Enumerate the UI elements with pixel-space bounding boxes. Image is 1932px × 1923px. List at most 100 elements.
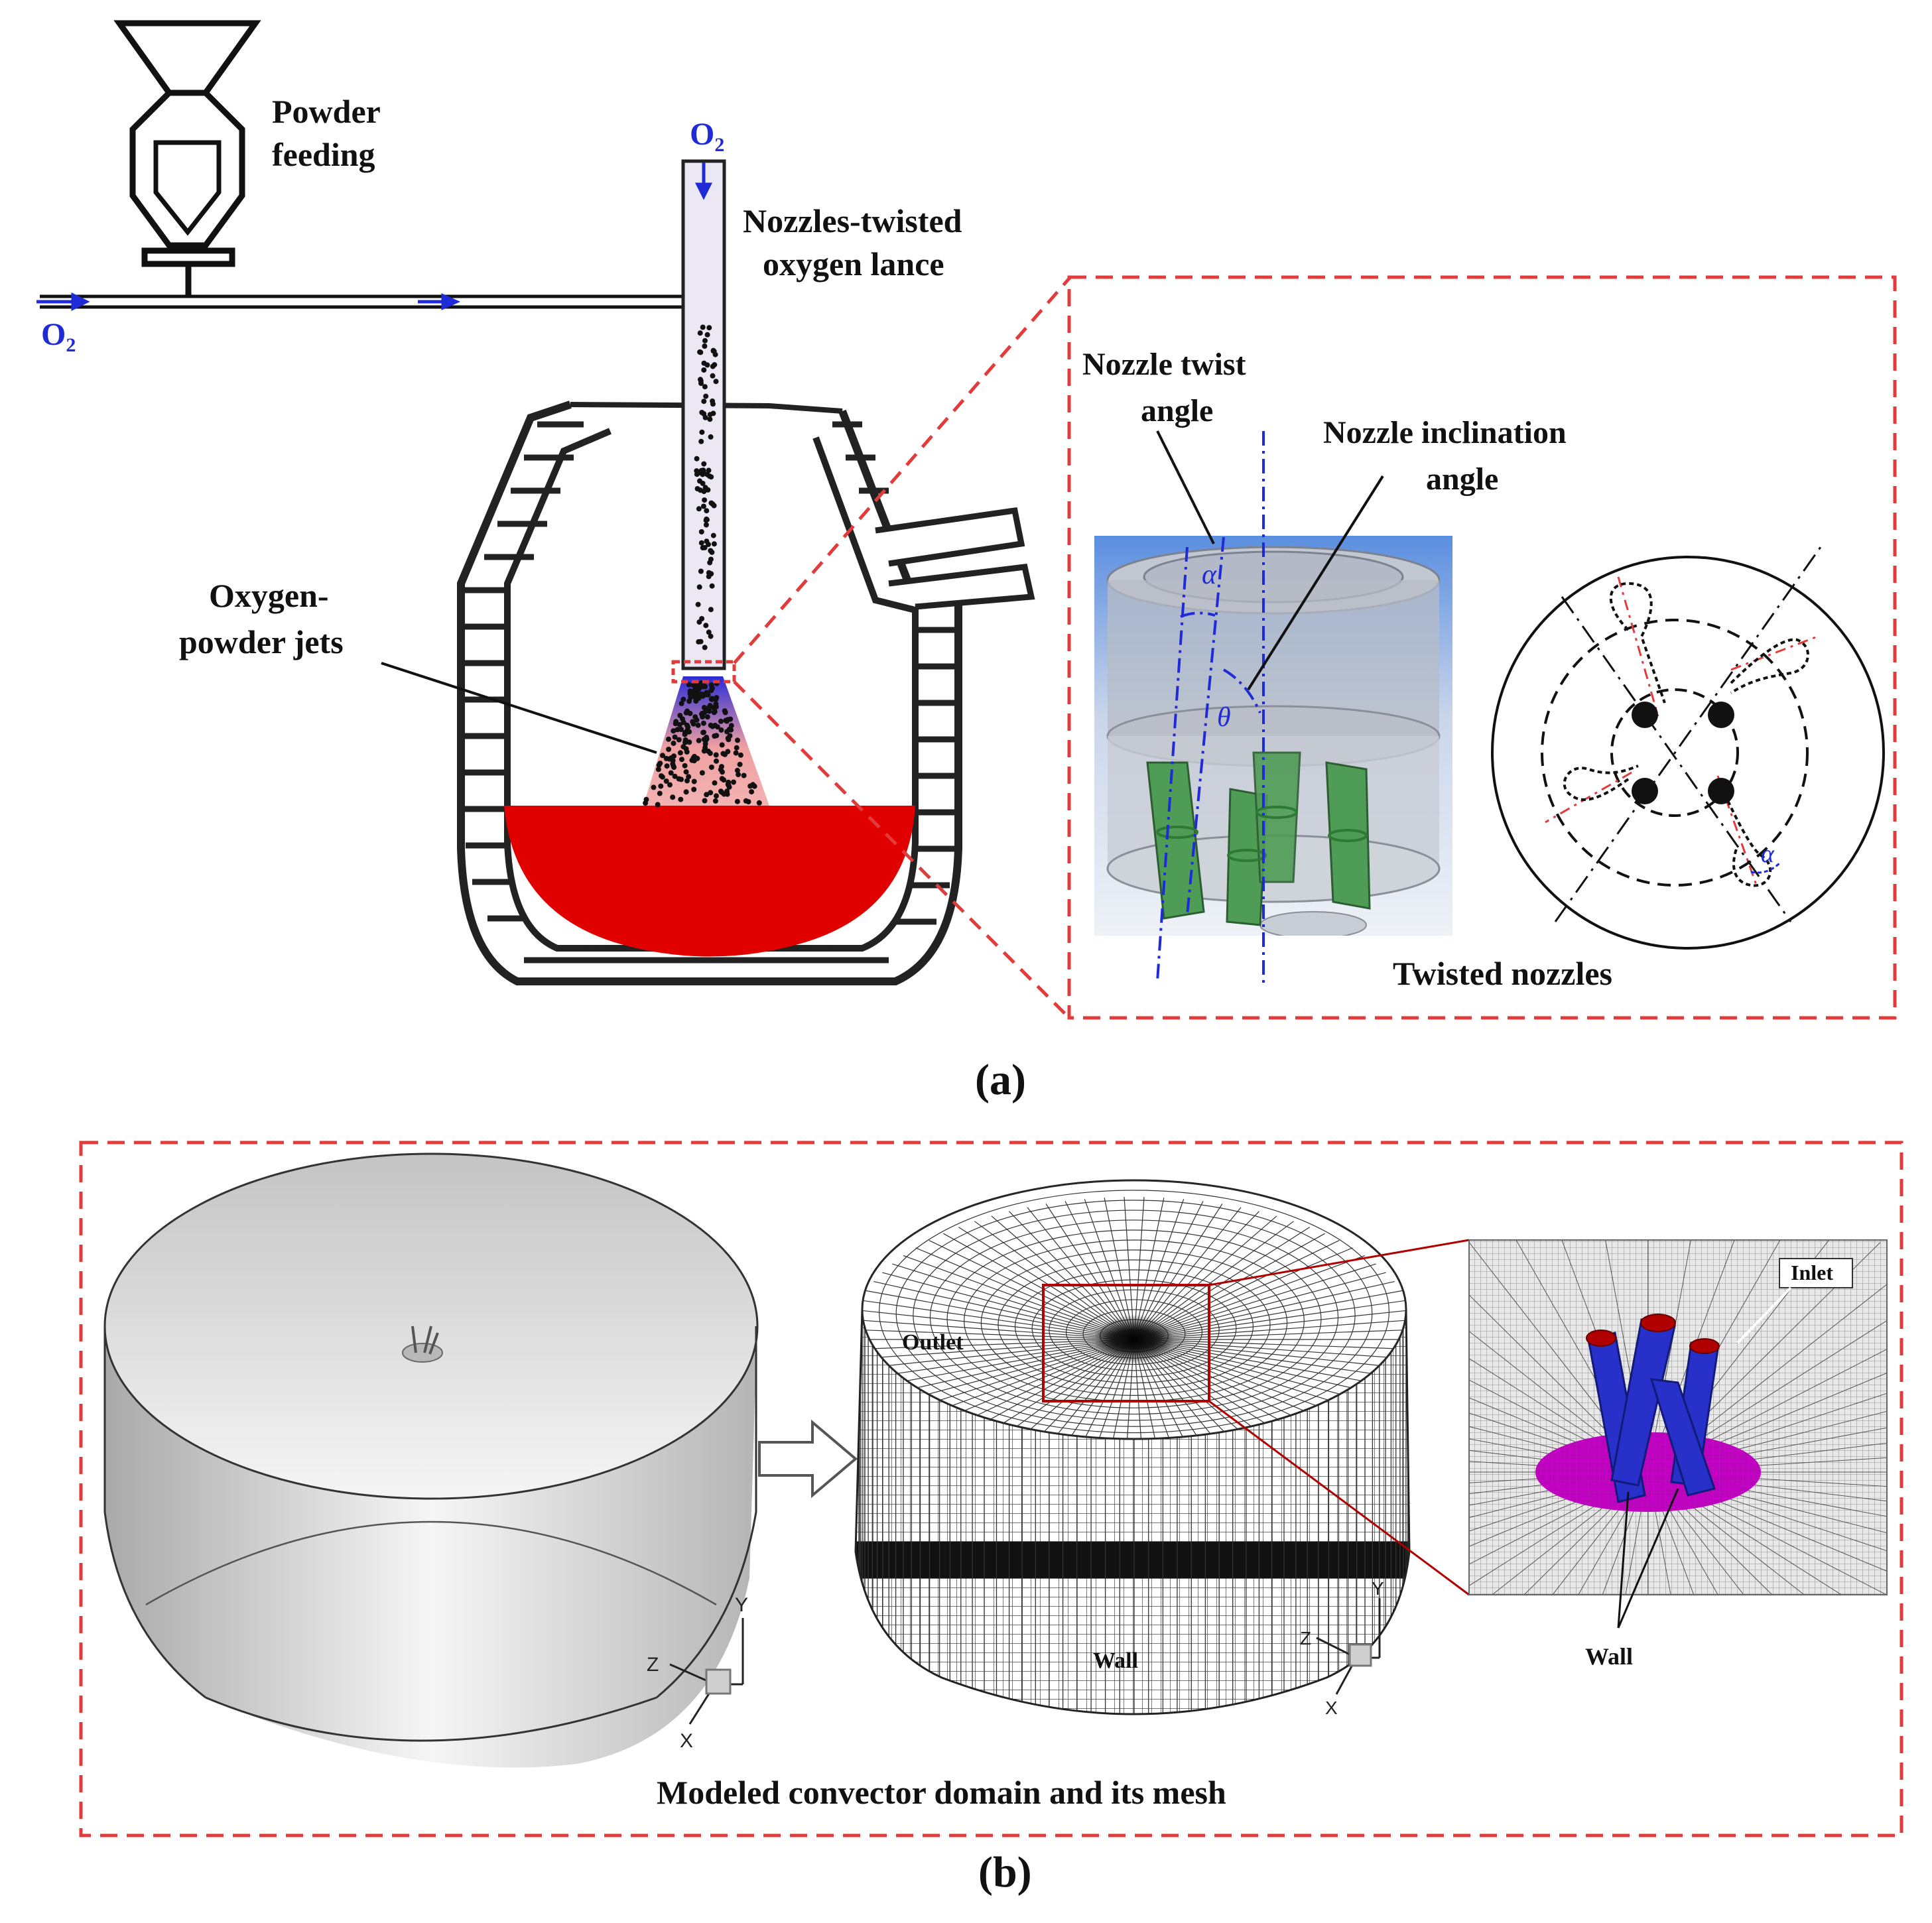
mesh-ring bbox=[929, 1219, 1339, 1415]
powder-particle bbox=[708, 571, 714, 577]
powder-particle bbox=[707, 751, 713, 756]
mesh-spoke bbox=[1578, 1471, 1649, 1595]
mesh-spoke bbox=[1133, 1233, 1325, 1340]
powder-particle bbox=[710, 373, 716, 379]
mesh-ring bbox=[878, 1190, 1389, 1434]
mesh-spoke bbox=[1647, 1471, 1773, 1595]
powder-particle bbox=[678, 700, 684, 706]
powder-particle bbox=[667, 782, 673, 788]
twist-angle-label: Nozzle twist angle bbox=[1082, 347, 1254, 428]
mesh-spoke bbox=[929, 1240, 1135, 1340]
axis-triad-left bbox=[669, 1618, 744, 1725]
mesh-spoke bbox=[862, 1339, 1135, 1350]
powder-particle bbox=[711, 503, 717, 509]
mesh-spoke bbox=[903, 1255, 1135, 1340]
molten-bath bbox=[504, 806, 915, 957]
powder-particle bbox=[671, 740, 676, 746]
mesh-spoke bbox=[1133, 1319, 1406, 1340]
powder-particle bbox=[701, 367, 707, 373]
powder-particle bbox=[741, 773, 747, 778]
powder-particle bbox=[643, 800, 649, 806]
mesh-spoke bbox=[1647, 1471, 1671, 1595]
mesh-spoke bbox=[1133, 1272, 1386, 1340]
powder-particle bbox=[713, 704, 719, 710]
powder-particle bbox=[745, 799, 751, 805]
powder-particle bbox=[699, 429, 705, 435]
powder-particle bbox=[702, 384, 708, 390]
alpha-symbol: α bbox=[1202, 560, 1217, 590]
powder-particle bbox=[682, 737, 688, 743]
powder-particle bbox=[685, 724, 691, 730]
powder-particle bbox=[713, 379, 719, 385]
powder-particle bbox=[704, 792, 710, 798]
mesh-ring bbox=[895, 1200, 1373, 1427]
powder-particle bbox=[666, 736, 671, 742]
powder-particle bbox=[686, 774, 692, 780]
twist-leader-line bbox=[1156, 430, 1215, 544]
powder-particle bbox=[703, 623, 709, 629]
mesh-ring bbox=[998, 1259, 1271, 1390]
mesh-spoke bbox=[1552, 1471, 1649, 1595]
powder-particle bbox=[694, 486, 700, 491]
mesh-spoke bbox=[862, 1339, 1135, 1379]
mesh-spoke bbox=[943, 1233, 1135, 1340]
powder-particle bbox=[671, 765, 677, 771]
powder-particle bbox=[680, 716, 685, 722]
powder-particle bbox=[747, 783, 753, 789]
powder-particle bbox=[718, 788, 724, 794]
flow-arrow bbox=[418, 293, 461, 310]
o2-inlet-arrow bbox=[36, 292, 90, 312]
inlet-label: Inlet bbox=[1791, 1261, 1833, 1284]
mesh-zoom-region bbox=[1042, 1284, 1210, 1402]
powder-particle bbox=[673, 721, 678, 727]
powder-particle bbox=[683, 769, 689, 775]
axis-triad-middle bbox=[1316, 1598, 1381, 1695]
powder-particle bbox=[701, 489, 707, 495]
powder-particle bbox=[678, 727, 684, 732]
powder-particle bbox=[708, 434, 714, 440]
powder-particle bbox=[663, 755, 669, 761]
mesh-spoke bbox=[862, 1339, 1135, 1360]
nozzle-top-view bbox=[1491, 546, 1885, 950]
powder-particle bbox=[706, 467, 712, 473]
powder-particle bbox=[722, 708, 728, 714]
mesh-ring bbox=[980, 1249, 1288, 1396]
powder-particle bbox=[698, 540, 704, 546]
powder-particle bbox=[712, 351, 718, 357]
powder-particle bbox=[679, 757, 684, 763]
mesh-spoke bbox=[1133, 1240, 1340, 1340]
powder-particle bbox=[698, 438, 704, 444]
mesh-spoke bbox=[1133, 1247, 1353, 1340]
powder-particle bbox=[705, 692, 711, 698]
powder-particle bbox=[691, 758, 697, 764]
powder-particle bbox=[719, 742, 725, 748]
powder-particle bbox=[718, 727, 724, 733]
powder-particle bbox=[704, 538, 710, 544]
mesh-spoke bbox=[862, 1339, 1135, 1370]
powder-particle bbox=[711, 541, 717, 547]
powder-particle bbox=[688, 694, 694, 700]
zoom-connector-b-top bbox=[1208, 1239, 1470, 1286]
powder-particle bbox=[710, 532, 716, 538]
mesh-spoke bbox=[1133, 1309, 1406, 1340]
powder-particle bbox=[671, 728, 676, 734]
powder-particle bbox=[720, 751, 726, 757]
powder-particle bbox=[710, 347, 716, 353]
mesh-spoke bbox=[1523, 1471, 1649, 1595]
powder-particle bbox=[692, 695, 698, 701]
powder-particle bbox=[708, 790, 714, 796]
powder-particle bbox=[685, 729, 691, 735]
mesh-spoke bbox=[1647, 1471, 1718, 1595]
transform-arrow bbox=[758, 1419, 858, 1499]
jets-leader-line bbox=[381, 662, 657, 754]
powder-particle bbox=[663, 778, 669, 784]
panel-a: O2 bbox=[36, 20, 1897, 1104]
powder-particle bbox=[711, 710, 717, 715]
axis-x-left: X bbox=[680, 1730, 693, 1752]
powder-particle bbox=[700, 729, 706, 735]
powder-particle bbox=[700, 503, 706, 509]
nozzle-3d-render bbox=[1094, 536, 1452, 936]
powder-particle bbox=[702, 645, 708, 651]
powder-particle bbox=[704, 517, 710, 523]
